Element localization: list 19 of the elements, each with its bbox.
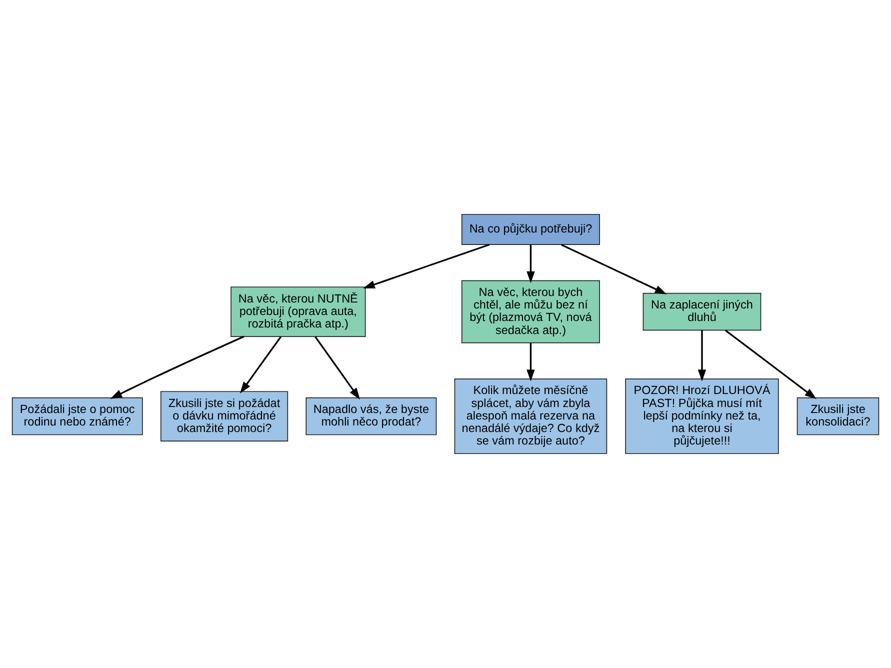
arrow — [526, 342, 535, 382]
node-box: POZOR! Hrozí DLUHOVÁ PAST! Půjčka musí mít lepší podmínky než ta, na kterou si půjčujete!!! — [625, 378, 779, 454]
node-box: Požádali jste o pomoc rodinu nebo známé? — [12, 397, 143, 436]
node-box: Na věc, kterou NUTNĚ potřebuji (oprava auta, rozbitá pračka atp.) — [230, 286, 366, 337]
node-box: Na zaplacení jiných dluhů — [642, 292, 762, 331]
node-box: Napadlo vás, že byste mohli něco prodat? — [306, 397, 437, 436]
node-box: Zkusili jste konsolidaci? — [796, 397, 880, 436]
arrow — [560, 244, 667, 294]
arrow — [724, 330, 816, 400]
arrow — [240, 336, 282, 394]
arrow — [314, 336, 360, 400]
arrow — [526, 244, 535, 284]
node-box: Na co půjčku potřebuji? — [461, 214, 600, 245]
arrow — [363, 244, 490, 288]
arrow — [698, 330, 706, 382]
arrow — [110, 336, 244, 399]
node-box: Zkusili jste si požádat o dávku mimořádné okamžité pomoci? — [160, 391, 288, 442]
node-box: Na věc, kterou bych chtěl, ale můžu bez ní být (plazmová TV, nová sedačka atp.) — [461, 280, 600, 344]
node-box: Kolik můžete měsíčně splácet, aby vám zbyla alespoň malá rezerva na nenadálé výdaje? Co když se vám rozbije auto? — [454, 378, 608, 454]
